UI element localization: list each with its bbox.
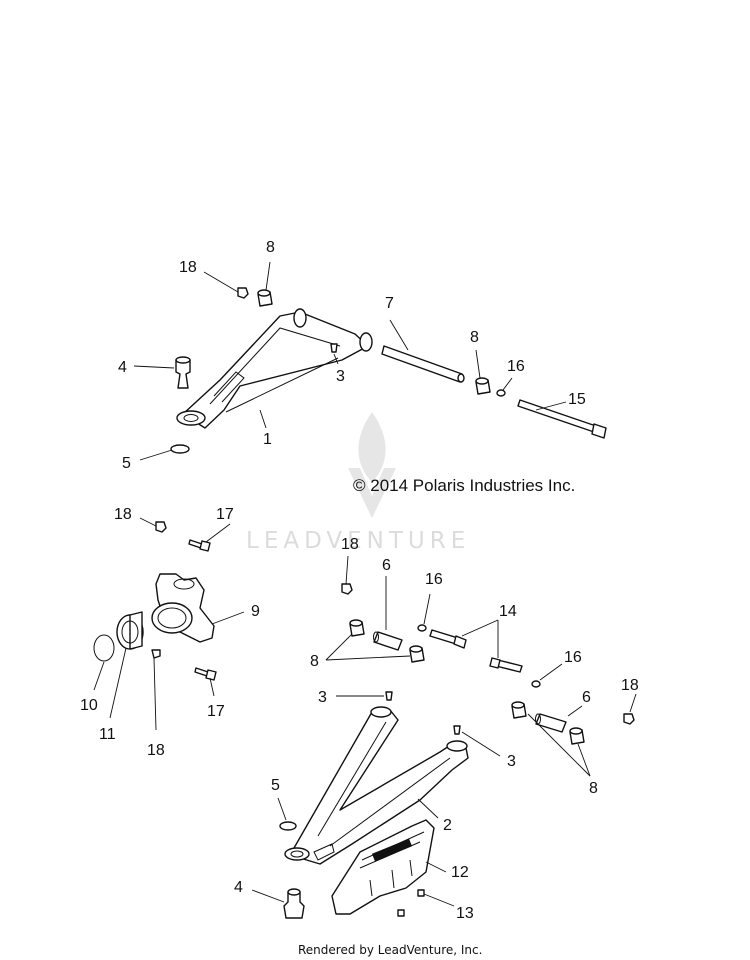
- callout-18-spindle-upper: 18: [114, 506, 132, 523]
- lower-bushing-left-b: [409, 645, 425, 663]
- callout-5-lower: 5: [271, 777, 280, 794]
- callout-1: 1: [263, 431, 272, 448]
- callout-5-upper: 5: [122, 455, 131, 472]
- spindle-bolt-upper: [188, 539, 211, 552]
- callout-8-upper-left: 8: [266, 239, 275, 256]
- leader-lines: [93, 261, 637, 907]
- callout-8-lower-left: 8: [310, 653, 319, 670]
- callout-6-left: 6: [382, 557, 391, 574]
- watermark-text: LEADVENTURE: [246, 528, 470, 554]
- callout-7: 7: [385, 295, 394, 312]
- callout-18-upper: 18: [179, 259, 197, 276]
- callout-17-upper: 17: [216, 506, 234, 523]
- callout-18-center: 18: [341, 536, 359, 553]
- upper-bushing-left: [257, 289, 273, 307]
- callout-18-spindle-lower: 18: [147, 742, 165, 759]
- callout-4-upper: 4: [118, 359, 127, 376]
- callout-16-lower-right: 16: [564, 649, 582, 666]
- spindle-nut-upper: [155, 521, 167, 533]
- upper-long-bolt: [517, 399, 607, 439]
- callout-3-upper: 3: [336, 368, 345, 385]
- watermark-flame-icon: [358, 412, 386, 482]
- callout-8-lower-right: 8: [589, 780, 598, 797]
- callout-17-lower: 17: [207, 703, 225, 720]
- callout-3-lower-right: 3: [507, 753, 516, 770]
- callout-16-upper: 16: [507, 358, 525, 375]
- footer-credit: Rendered by LeadVenture, Inc.: [298, 943, 482, 957]
- callout-14: 14: [499, 603, 517, 620]
- lower-washer-left: [417, 624, 427, 632]
- callout-15: 15: [568, 391, 586, 408]
- lower-bolt-lower: [489, 657, 523, 673]
- callout-18-right: 18: [621, 677, 639, 694]
- leadventure-watermark: LEADVENTURE: [246, 412, 470, 554]
- lower-bushing-left-a: [349, 619, 365, 637]
- callout-11: 11: [99, 726, 116, 743]
- lower-retaining-ring: [279, 821, 297, 831]
- upper-a-arm: [176, 308, 373, 429]
- lower-bolt-upper: [429, 629, 467, 649]
- callout-9: 9: [251, 603, 260, 620]
- lower-sleeve-left: [373, 631, 403, 651]
- hub-bearing: [116, 611, 144, 650]
- lower-nut-center: [341, 583, 353, 595]
- callout-4-lower: 4: [234, 879, 243, 896]
- upper-arm-ball-joint-eye: [176, 410, 206, 426]
- lower-bushing-right-b: [569, 727, 585, 745]
- upper-grease-fitting: [330, 343, 338, 353]
- lower-nut-right: [623, 713, 635, 725]
- lower-sleeve-right: [535, 713, 567, 733]
- watermark-v-icon: [348, 468, 396, 518]
- callout-13: 13: [456, 905, 474, 922]
- lower-bushing-right-a: [511, 701, 527, 719]
- callout-16-lower-left: 16: [425, 571, 443, 588]
- snap-ring: [93, 634, 115, 662]
- lower-ball-joint: [283, 888, 305, 919]
- callout-12: 12: [451, 864, 469, 881]
- lower-grease-fitting-left: [385, 691, 393, 701]
- callout-8-upper-right: 8: [470, 329, 479, 346]
- lower-arm-ball-joint-eye: [284, 847, 310, 861]
- upper-washer: [496, 389, 506, 397]
- upper-retaining-ring: [170, 444, 190, 454]
- guard-screw-b: [397, 909, 405, 917]
- copyright-notice: © 2014 Polaris Industries Inc.: [353, 476, 575, 495]
- spindle-bolt-lower: [194, 667, 217, 681]
- upper-ball-joint: [175, 356, 191, 389]
- a-arm-guard: [331, 819, 435, 915]
- callout-labels: 1 2 3 3 3 4 4 5 5 6 6 7 8 8 8 8 9 10 11 …: [80, 239, 639, 922]
- callout-2: 2: [443, 817, 452, 834]
- pivot-tube: [381, 345, 465, 383]
- spindle-nut-lower: [151, 649, 161, 659]
- lower-washer-right: [531, 680, 541, 688]
- callout-6-right: 6: [582, 689, 591, 706]
- guard-logo-plate: [371, 838, 413, 862]
- callout-10: 10: [80, 697, 98, 714]
- upper-bushing-right: [475, 377, 491, 395]
- callout-3-lower-left: 3: [318, 689, 327, 706]
- guard-screw-a: [417, 889, 425, 897]
- lower-a-arm: [284, 706, 469, 865]
- lower-grease-fitting-right: [453, 725, 461, 735]
- spindle: [151, 573, 215, 643]
- upper-nut: [237, 287, 249, 299]
